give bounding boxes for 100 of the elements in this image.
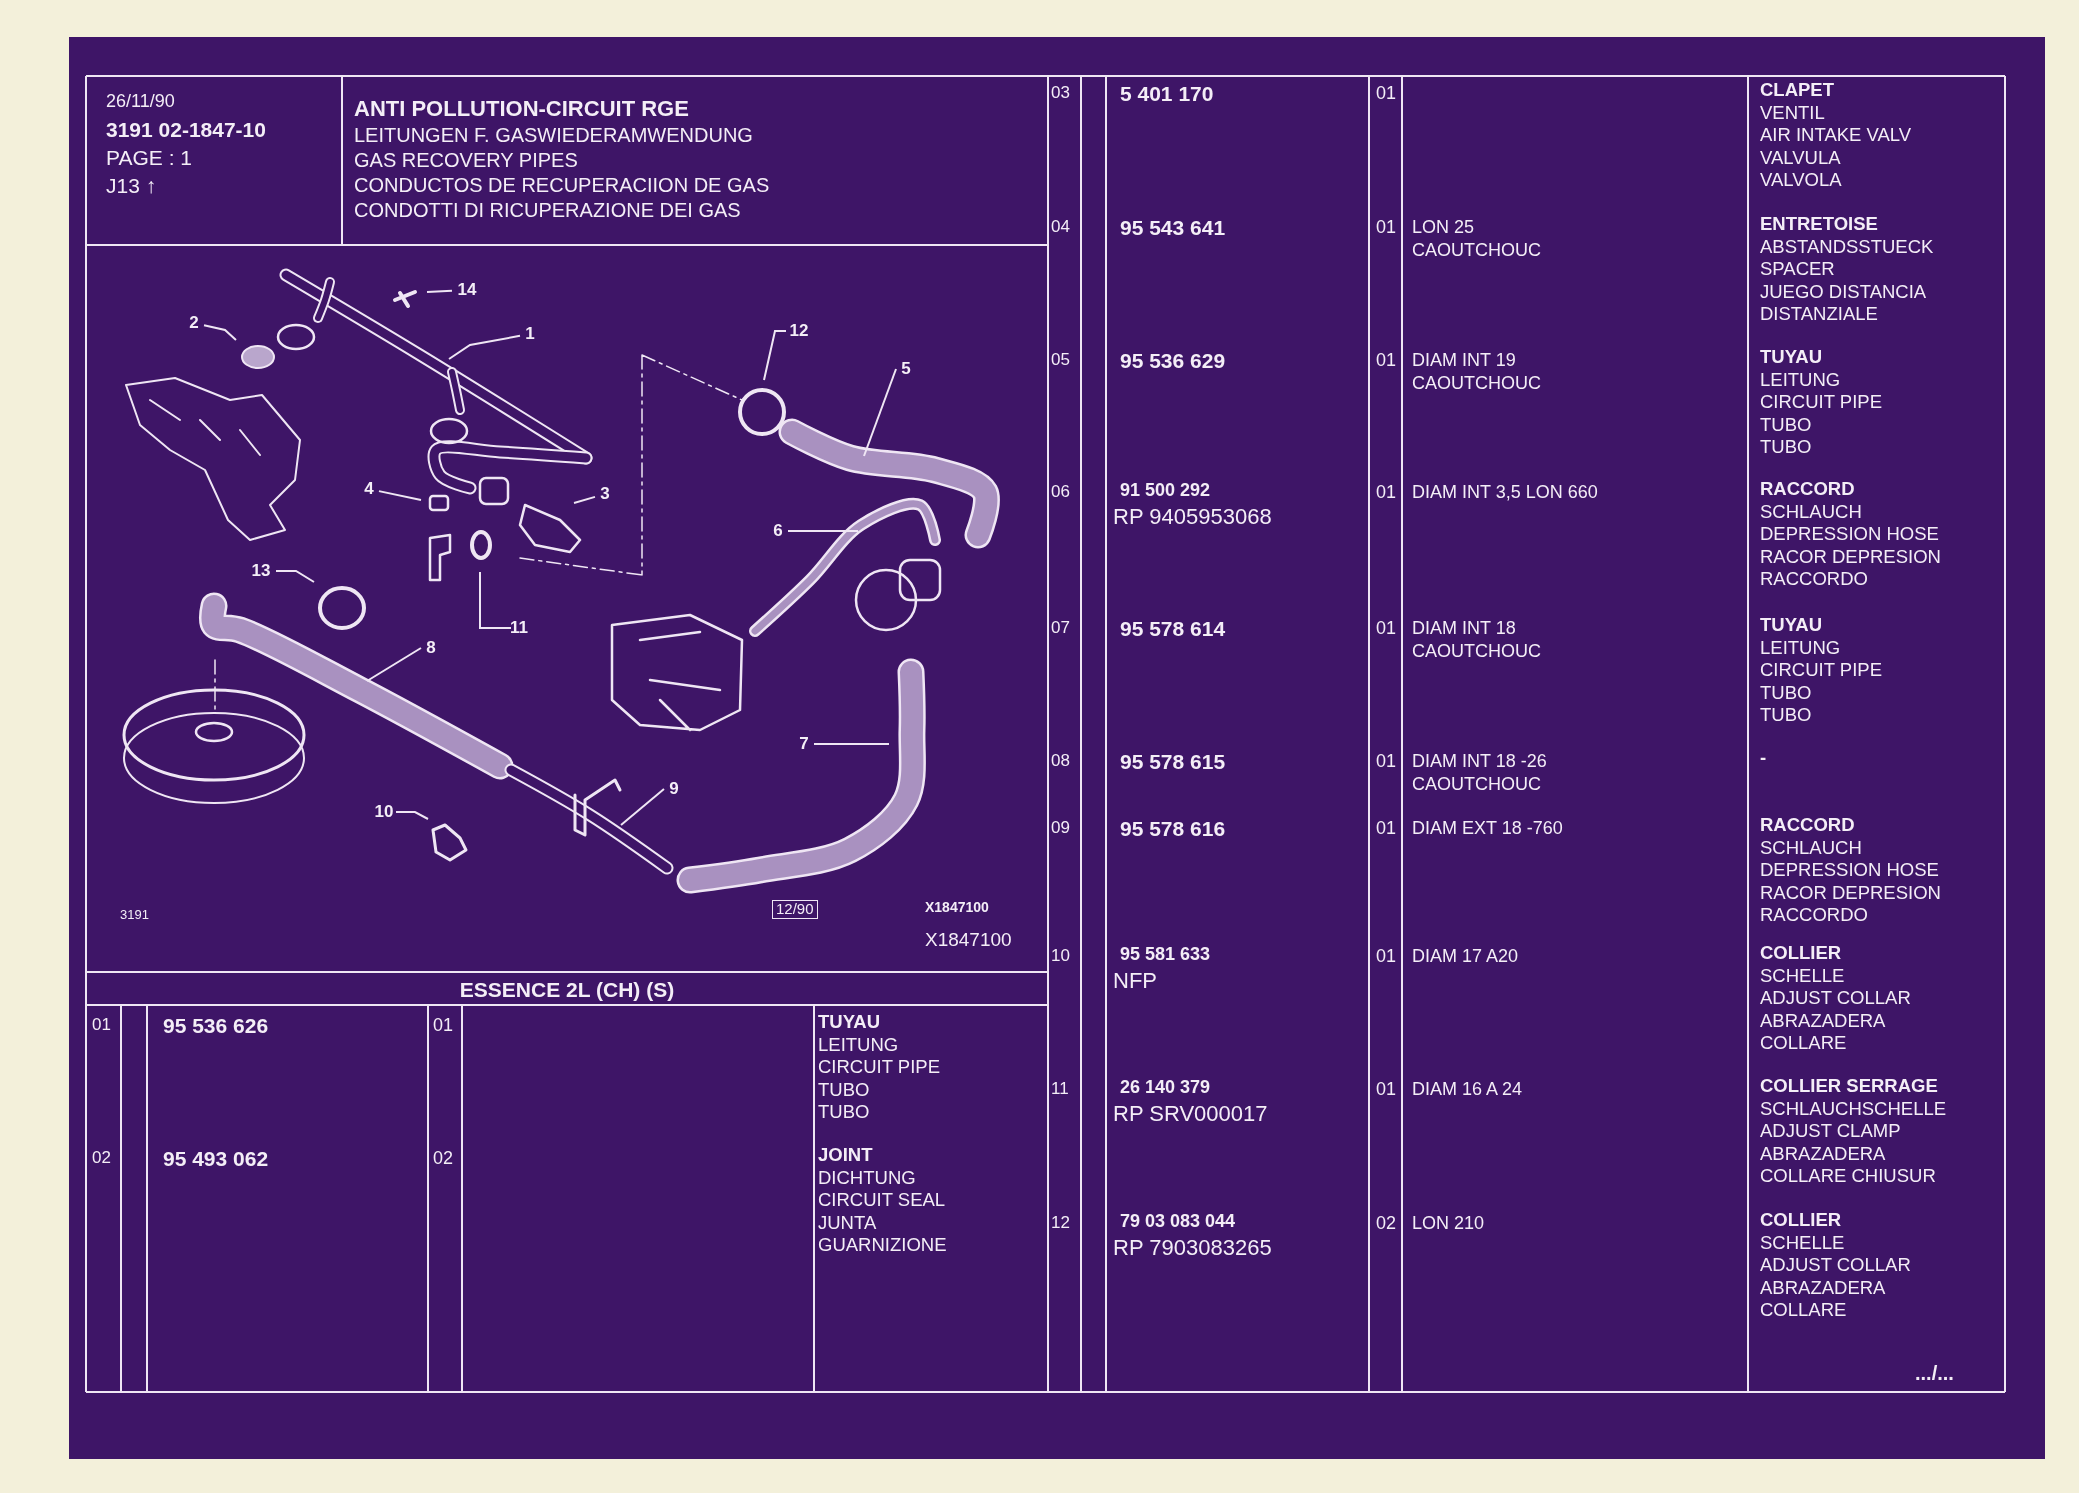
reference-number: NFP [1113, 969, 1157, 994]
drawing-number: X1847100 [925, 930, 1012, 951]
part-number: 95 581 633 [1120, 945, 1211, 965]
drawing-number: X1847100 [925, 900, 989, 916]
quantity: 01 [1376, 619, 1397, 639]
leader-line [275, 570, 315, 583]
part-name: RACCORDO [1760, 905, 1868, 926]
leader-line [763, 330, 787, 381]
continuation-mark: .../... [1915, 1362, 1954, 1384]
part-name: - [1760, 748, 1767, 769]
callout-number: 8 [423, 638, 439, 658]
part-name: SCHELLE [1760, 965, 1845, 986]
part-name: COLLARE CHIUSUR [1760, 1166, 1936, 1187]
callout-number: 10 [371, 802, 397, 822]
page-number: PAGE : 1 [106, 146, 192, 170]
part-name: COLLIER [1760, 1210, 1842, 1231]
quantity: 01 [1376, 351, 1397, 371]
row-number: 04 [1051, 218, 1070, 237]
part-name: ADJUST COLLAR [1760, 988, 1911, 1009]
leader-line [787, 530, 859, 532]
row-number: 12 [1051, 1214, 1070, 1233]
part-name: JUEGO DISTANCIA [1760, 281, 1927, 302]
part-spec: CAOUTCHOUC [1412, 642, 1541, 662]
section-heading: ESSENCE 2L (CH) (S) [459, 978, 675, 1002]
part-name: SCHLAUCH [1760, 501, 1862, 522]
row-number: 06 [1051, 483, 1070, 502]
callout-number: 12 [786, 321, 812, 341]
part-spec: DIAM INT 3,5 LON 660 [1412, 483, 1598, 503]
part-number: 79 03 083 044 [1120, 1212, 1236, 1232]
part-name: CIRCUIT PIPE [818, 1057, 940, 1078]
part-spec: LON 210 [1412, 1214, 1485, 1234]
part-name: TUBO [1760, 414, 1812, 435]
callout-number: 6 [770, 521, 786, 541]
callout-number: 5 [898, 359, 914, 379]
heading-line: CONDUCTOS DE RECUPERACIION DE GAS [354, 174, 770, 196]
part-name: TUBO [1760, 705, 1812, 726]
part-name: TUYAU [1760, 615, 1823, 636]
row-number: 09 [1051, 819, 1070, 838]
leader-line [426, 289, 453, 293]
callout-number: 3 [597, 484, 613, 504]
reference-number: RP 9405953068 [1113, 505, 1272, 530]
part-name: LEITUNG [1760, 369, 1841, 390]
row-number: 10 [1051, 947, 1070, 966]
part-name: VALVOLA [1760, 170, 1842, 191]
leader-line [573, 495, 596, 504]
row-number: 02 [92, 1149, 111, 1168]
quantity: 01 [1376, 947, 1397, 967]
heading-line: GAS RECOVERY PIPES [354, 149, 578, 171]
part-name: ABRAZADERA [1760, 1277, 1886, 1298]
quantity: 02 [1376, 1214, 1397, 1234]
part-name: VENTIL [1760, 102, 1825, 123]
part-name: COLLIER SERRAGE [1760, 1076, 1938, 1097]
part-number: 95 536 629 [1120, 349, 1226, 373]
catalog-title: ANTI POLLUTION-CIRCUIT RGE [354, 97, 689, 122]
leader-line [378, 490, 422, 501]
part-name: ABRAZADERA [1760, 1010, 1886, 1031]
part-name: CIRCUIT PIPE [1760, 392, 1882, 413]
leader-line [479, 571, 512, 629]
part-spec: CAOUTCHOUC [1412, 241, 1541, 261]
part-spec: LON 25 [1412, 218, 1475, 238]
part-spec: DIAM INT 18 [1412, 619, 1516, 639]
part-name: DISTANZIALE [1760, 304, 1878, 325]
date-text: 26/11/90 [106, 92, 175, 112]
quantity: 01 [1376, 84, 1397, 104]
row-number: 01 [92, 1016, 111, 1035]
part-number: 95 578 616 [1120, 817, 1226, 841]
part-name: RACOR DEPRESION [1760, 546, 1941, 567]
part-number: 95 536 626 [163, 1014, 269, 1038]
part-number: 26 140 379 [1120, 1078, 1211, 1098]
callout-number: 4 [361, 479, 377, 499]
quantity: 01 [1376, 1080, 1397, 1100]
part-name: COLLIER [1760, 943, 1842, 964]
row-number: 11 [1051, 1080, 1069, 1099]
part-name: RACCORD [1760, 479, 1855, 500]
part-spec: CAOUTCHOUC [1412, 374, 1541, 394]
part-name: SCHLAUCHSCHELLE [1760, 1098, 1947, 1119]
leader-line [395, 811, 429, 820]
part-number: 95 578 614 [1120, 617, 1226, 641]
part-name: COLLARE [1760, 1033, 1847, 1054]
part-name: TUBO [1760, 682, 1812, 703]
part-name: ADJUST CLAMP [1760, 1121, 1901, 1142]
leader-line [448, 334, 521, 360]
part-name: CIRCUIT PIPE [1760, 660, 1882, 681]
part-name: DEPRESSION HOSE [1760, 524, 1939, 545]
part-name: GUARNIZIONE [818, 1235, 947, 1256]
part-name: CIRCUIT SEAL [818, 1190, 946, 1211]
part-name: ENTRETOISE [1760, 214, 1878, 235]
part-number: 5 401 170 [1120, 82, 1214, 106]
part-spec: CAOUTCHOUC [1412, 775, 1541, 795]
part-name: JUNTA [818, 1212, 877, 1233]
part-name: TUBO [818, 1079, 870, 1100]
part-spec: DIAM 16 A 24 [1412, 1080, 1523, 1100]
part-name: CLAPET [1760, 80, 1834, 101]
catalog-number: 3191 02-1847-10 [106, 118, 266, 142]
part-name: DICHTUNG [818, 1167, 916, 1188]
row-number: 08 [1051, 752, 1070, 771]
reference-number: RP SRV000017 [1113, 1102, 1268, 1127]
row-number: 05 [1051, 351, 1070, 370]
callout-number: 13 [248, 561, 274, 581]
part-number: 95 493 062 [163, 1147, 269, 1171]
